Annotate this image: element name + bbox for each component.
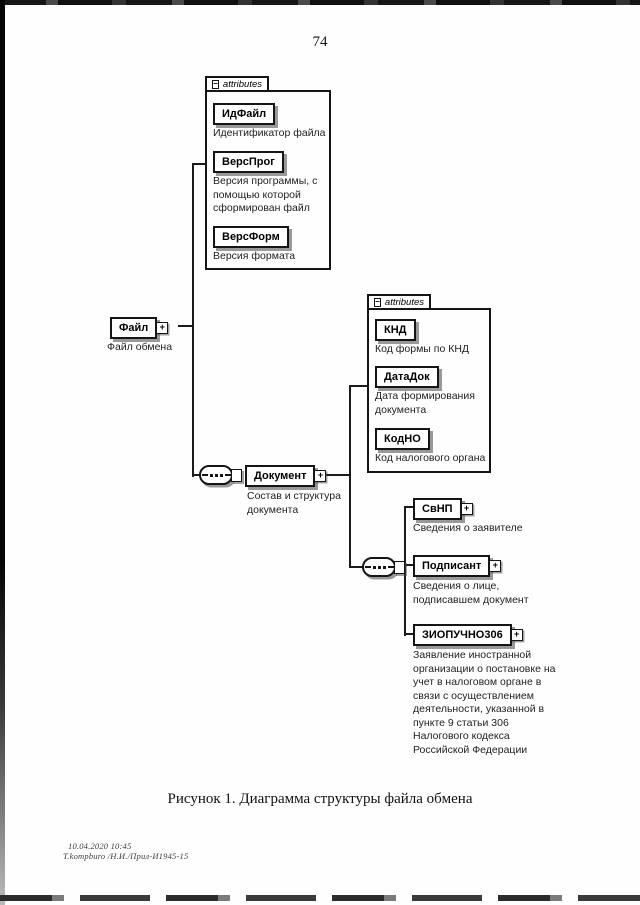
connector-line	[316, 474, 350, 476]
attr-knd-box: КНД	[375, 319, 416, 341]
document-attributes-tab: − attributes	[367, 294, 431, 310]
sequence-icon	[377, 565, 381, 569]
sequence-icon	[201, 474, 208, 476]
attributes-label: attributes	[222, 78, 262, 90]
attr-knd-annotation: Код формы по КНД	[375, 343, 470, 355]
scan-edge-bottom	[0, 895, 640, 901]
attr-data-dok-box: ДатаДок	[375, 366, 439, 388]
expand-icon: +	[489, 560, 502, 572]
attr-data-dok-label: ДатаДок	[384, 371, 430, 383]
sequence-icon	[372, 565, 376, 569]
scan-edge-top	[0, 0, 640, 5]
attr-vers-prog-annotation: Версия программы, с помощью которой сфор…	[213, 175, 318, 214]
sequence-icon	[209, 473, 213, 477]
expand-icon: +	[460, 503, 473, 515]
attr-knd-label: КНД	[384, 324, 407, 336]
element-ziopuchno306-box: ЗИОПУЧНО306 +	[413, 624, 523, 646]
connector-line	[404, 633, 414, 635]
connector-line	[404, 506, 414, 508]
attr-kod-no-label: КодНО	[384, 433, 421, 445]
connector-line	[349, 385, 351, 568]
model-group-handle	[231, 469, 242, 482]
sequence-icon	[224, 474, 231, 476]
connector-line	[192, 163, 206, 165]
attr-vers-prog-box: ВерсПрог	[213, 151, 284, 173]
page-number: 74	[312, 34, 328, 50]
sequence-connector	[199, 465, 233, 485]
connector-line	[192, 163, 194, 477]
element-svnp-box: СвНП +	[413, 498, 473, 520]
expand-icon: +	[156, 322, 169, 334]
file-attributes-tab: − attributes	[205, 76, 269, 92]
element-dokument-label: Документ	[254, 470, 307, 482]
attr-id-fajl-box: ИдФайл	[213, 103, 276, 125]
element-svnp-label: СвНП	[422, 503, 453, 515]
attr-vers-form-annotation: Версия формата	[213, 250, 296, 262]
sequence-icon	[214, 473, 218, 477]
sequence-connector	[362, 557, 396, 577]
element-svnp-annotation: Сведения о заявителе	[413, 522, 523, 534]
figure-caption: Рисунок 1. Диаграмма структуры файла обм…	[167, 791, 473, 807]
element-fajl-label: Файл	[119, 322, 149, 334]
attr-data-dok-annotation: Дата формирования документа	[375, 390, 475, 416]
element-dokument-annotation: Состав и структура документа	[247, 490, 341, 516]
attr-vers-prog-label: ВерсПрог	[222, 156, 275, 168]
footer-reference: T.kompburo /Н.И./Прил-И1945-15	[63, 851, 189, 861]
attr-kod-no-box: КодНО	[375, 428, 430, 450]
element-ziopuchno306-label: ЗИОПУЧНО306	[422, 629, 503, 641]
attr-kod-no-annotation: Код налогового органа	[375, 452, 486, 464]
attr-id-fajl-label: ИдФайл	[222, 108, 267, 120]
attributes-label: attributes	[384, 296, 424, 308]
model-group-handle	[394, 561, 405, 574]
attr-id-fajl-annotation: Идентификатор файла	[213, 127, 326, 139]
connector-line	[404, 564, 414, 566]
connector-line	[192, 474, 201, 476]
sequence-icon	[364, 566, 371, 568]
expand-icon: +	[510, 629, 523, 641]
collapse-icon: −	[212, 78, 219, 89]
element-fajl-annotation: Файл обмена	[107, 341, 173, 353]
attr-vers-form-label: ВерсФорм	[222, 231, 280, 243]
sequence-icon	[387, 566, 394, 568]
connector-line	[178, 325, 194, 327]
sequence-icon	[382, 565, 386, 569]
connector-line	[349, 566, 364, 568]
expand-icon: +	[314, 470, 327, 482]
connector-line	[404, 506, 406, 636]
element-dokument-box: Документ +	[245, 465, 327, 487]
element-podpisant-label: Подписант	[422, 560, 482, 572]
collapse-icon: −	[374, 296, 381, 307]
scan-edge-left	[0, 0, 5, 905]
sequence-icon	[219, 473, 223, 477]
element-podpisant-box: Подписант +	[413, 555, 502, 577]
element-podpisant-annotation: Сведения о лице, подписавшем документ	[413, 580, 529, 606]
attr-vers-form-box: ВерсФорм	[213, 226, 289, 248]
footer-timestamp: 10.04.2020 10:45	[68, 841, 132, 851]
element-ziopuchno306-annotation: Заявление иностранной организации о пост…	[413, 649, 556, 756]
connector-line	[349, 385, 368, 387]
element-fajl-box: Файл +	[110, 317, 169, 339]
